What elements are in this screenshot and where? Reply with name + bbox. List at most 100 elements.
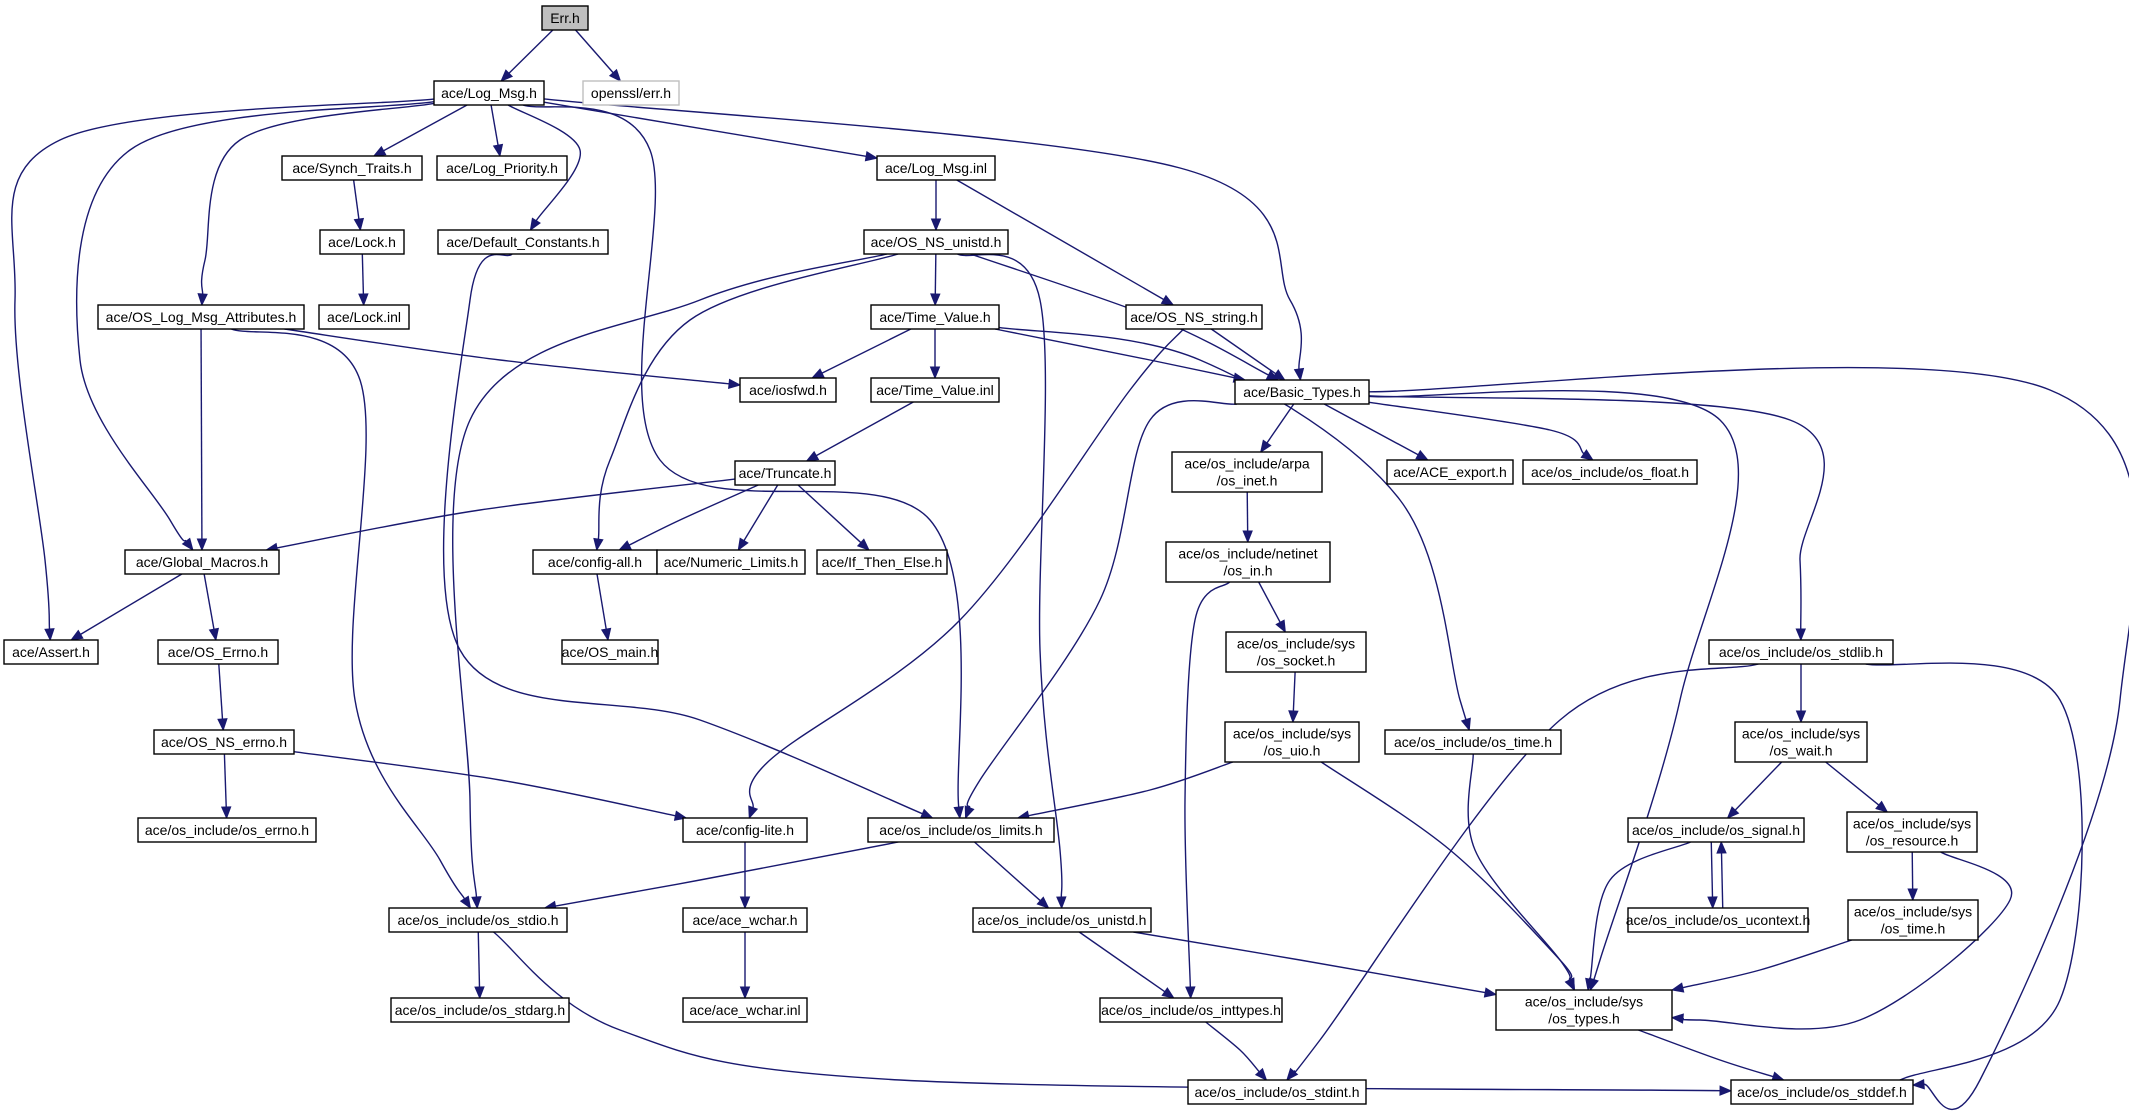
arrowhead-os_ns_unistd_h-to-os_unistd_h: [1056, 896, 1067, 910]
arrowhead-log_msg_h-to-os_limits_h: [953, 806, 964, 820]
edge-basic_types_h-to-os_types_h: [1368, 389, 1740, 987]
arrowhead-os_log_msg_attributes_h-to-global_macros_h: [196, 538, 208, 552]
node-label: ace/os_include/sys: [1853, 816, 1971, 832]
edge-os_limits_h-to-os_unistd_h: [974, 841, 1041, 902]
edge-log_msg_inl-to-os_ns_string_h: [956, 179, 1165, 301]
edge-truncate_h-to-if_then_else_h: [797, 484, 862, 544]
node-os-inet-h[interactable]: ace/os_include/arpa/os_inet.h: [1171, 451, 1323, 493]
node-ace-wchar-h[interactable]: ace/ace_wchar.h: [682, 907, 808, 933]
node-os-stdarg-h[interactable]: ace/os_include/os_stdarg.h: [390, 997, 570, 1023]
node-os-signal-h[interactable]: ace/os_include/os_signal.h: [1627, 817, 1805, 843]
node-synch-traits-h[interactable]: ace/Synch_Traits.h: [281, 155, 423, 181]
node-os-uio-h[interactable]: ace/os_include/sys/os_uio.h: [1224, 721, 1360, 763]
edge-os_ns_unistd_h-to-os_unistd_h: [957, 253, 1063, 898]
node-log-msg-h[interactable]: ace/Log_Msg.h: [433, 80, 545, 106]
node-label: ace/os_include/sys: [1237, 636, 1355, 652]
node-log-msg-inl[interactable]: ace/Log_Msg.inl: [876, 155, 996, 181]
node-iosfwd-h[interactable]: ace/iosfwd.h: [739, 377, 837, 403]
node-os-stdio-h[interactable]: ace/os_include/os_stdio.h: [388, 907, 568, 933]
node-global-macros-h[interactable]: ace/Global_Macros.h: [124, 549, 280, 575]
node-time-value-inl[interactable]: ace/Time_Value.inl: [870, 377, 1000, 403]
node-os-float-h[interactable]: ace/os_include/os_float.h: [1522, 459, 1698, 485]
node-truncate-h[interactable]: ace/Truncate.h: [734, 460, 836, 486]
edge-log_msg_h-to-global_macros_h: [76, 101, 435, 542]
edge-os_in_h-to-os_socket_h: [1258, 581, 1281, 623]
node-label: ace/Assert.h: [12, 644, 90, 660]
node-label: ace/os_include/os_stdarg.h: [395, 1002, 565, 1018]
node-sys-os-time-h[interactable]: ace/os_include/sys/os_time.h: [1847, 899, 1979, 941]
node-config-lite-h[interactable]: ace/config-lite.h: [682, 817, 808, 843]
arrowhead-log_msg_inl-to-os_ns_unistd_h: [930, 218, 942, 232]
node-label: ace/If_Then_Else.h: [822, 554, 943, 570]
edge-log_msg_h-to-basic_types_h: [543, 98, 1303, 370]
node-os-main-h[interactable]: ace/OS_main.h: [561, 639, 659, 665]
node-box: [863, 229, 1009, 255]
node-box: [137, 817, 317, 843]
edge-os_in_h-to-os_inttypes_h: [1184, 581, 1231, 988]
node-lock-h[interactable]: ace/Lock.h: [319, 229, 405, 255]
node-box: [3, 639, 99, 665]
arrowhead-truncate_h-to-numeric_limits_h: [737, 537, 749, 552]
arrowhead-os_time_h-to-os_types_h: [1564, 977, 1575, 992]
arrowhead-basic_types_h-to-os_stdlib_h: [1795, 628, 1806, 642]
node-time-value-h[interactable]: ace/Time_Value.h: [870, 304, 1000, 330]
node-numeric-limits-h[interactable]: ace/Numeric_Limits.h: [656, 549, 806, 575]
node-os-resource-h[interactable]: ace/os_include/sys/os_resource.h: [1846, 811, 1978, 853]
edge-truncate_h-to-global_macros_h: [276, 478, 736, 549]
edge-os_wait_h-to-os_signal_h: [1734, 761, 1783, 811]
node-os-log-msg-attributes-h[interactable]: ace/OS_Log_Msg_Attributes.h: [97, 304, 305, 330]
node-os-time-h[interactable]: ace/os_include/os_time.h: [1384, 729, 1562, 755]
node-os-stddef-h[interactable]: ace/os_include/os_stddef.h: [1730, 1079, 1914, 1105]
node-os-socket-h[interactable]: ace/os_include/sys/os_socket.h: [1225, 631, 1367, 673]
node-box: [1225, 631, 1367, 673]
node-basic-types-h[interactable]: ace/Basic_Types.h: [1234, 379, 1370, 405]
node-box: [1627, 907, 1809, 933]
node-os-limits-h[interactable]: ace/os_include/os_limits.h: [867, 817, 1055, 843]
node-os-stdint-h[interactable]: ace/os_include/os_stdint.h: [1187, 1079, 1367, 1105]
node-log-priority-h[interactable]: ace/Log_Priority.h: [436, 155, 568, 181]
node-os-unistd-h[interactable]: ace/os_include/os_unistd.h: [972, 907, 1152, 933]
node-os-ns-unistd-h[interactable]: ace/OS_NS_unistd.h: [863, 229, 1009, 255]
edge-os_resource_h-to-os_types_h: [1680, 851, 2013, 1030]
node-box: [876, 155, 996, 181]
node-if-then-else-h[interactable]: ace/If_Then_Else.h: [816, 549, 948, 575]
node-ace-export-h[interactable]: ace/ACE_export.h: [1386, 459, 1514, 485]
arrowhead-os_wait_h-to-os_signal_h: [1726, 806, 1740, 819]
node-label: ace/os_include/os_inttypes.h: [1101, 1002, 1281, 1018]
node-os-in-h[interactable]: ace/os_include/netinet/os_in.h: [1165, 541, 1331, 583]
node-label: ace/os_include/netinet: [1178, 546, 1317, 562]
node-lock-inl[interactable]: ace/Lock.inl: [318, 304, 410, 330]
node-label: ace/Time_Value.h: [879, 309, 990, 325]
arrowhead-global_macros_h-to-os_errno_h: [208, 627, 220, 642]
node-os-types-h[interactable]: ace/os_include/sys/os_types.h: [1495, 989, 1673, 1031]
arrowhead-os_errno_h-to-os_ns_errno_h: [217, 718, 228, 732]
node-os-wait-h[interactable]: ace/os_include/sys/os_wait.h: [1734, 721, 1868, 763]
edge-basic_types_h-to-ace_export_h: [1323, 403, 1419, 456]
node-box: [153, 729, 295, 755]
edge-log_msg_h-to-log_priority_h: [490, 104, 499, 146]
node-config-all-h[interactable]: ace/config-all.h: [532, 549, 658, 575]
node-assert-h[interactable]: ace/Assert.h: [3, 639, 99, 665]
arrowhead-os_resource_h-to-sys_os_time_h: [1907, 888, 1918, 902]
node-os-ucontext-h[interactable]: ace/os_include/os_ucontext.h: [1626, 907, 1810, 933]
node-os-errno-h[interactable]: ace/OS_Errno.h: [157, 639, 279, 665]
node-os-stdlib-h[interactable]: ace/os_include/os_stdlib.h: [1708, 639, 1894, 665]
node-label: ace/Basic_Types.h: [1243, 384, 1361, 400]
node-os-inttypes-h[interactable]: ace/os_include/os_inttypes.h: [1099, 997, 1283, 1023]
node-os-include-errno-h[interactable]: ace/os_include/os_errno.h: [137, 817, 317, 843]
arrowhead-log_msg_h-to-synch_traits_h: [372, 145, 387, 157]
node-box: [124, 549, 280, 575]
node-ace-wchar-inl[interactable]: ace/ace_wchar.inl: [682, 997, 808, 1023]
node-err-h[interactable]: Err.h: [541, 5, 589, 31]
node-default-constants-h[interactable]: ace/Default_Constants.h: [437, 229, 609, 255]
edge-os_ns_string_h-to-config_lite_h: [748, 328, 1185, 808]
node-box: [656, 549, 806, 575]
arrowhead-truncate_h-to-config_all_h: [618, 540, 632, 551]
node-os-ns-string-h[interactable]: ace/OS_NS_string.h: [1125, 304, 1263, 330]
node-box: [816, 549, 948, 575]
edge-os_ns_unistd_h-to-config_all_h: [597, 253, 899, 540]
node-os-ns-errno-h[interactable]: ace/OS_NS_errno.h: [153, 729, 295, 755]
edge-os_ns_errno_h-to-config_lite_h: [293, 750, 676, 817]
edge-os_uio_h-to-os_types_h: [1320, 761, 1573, 981]
edge-os_inttypes_h-to-os_stdint_h: [1205, 1021, 1260, 1073]
